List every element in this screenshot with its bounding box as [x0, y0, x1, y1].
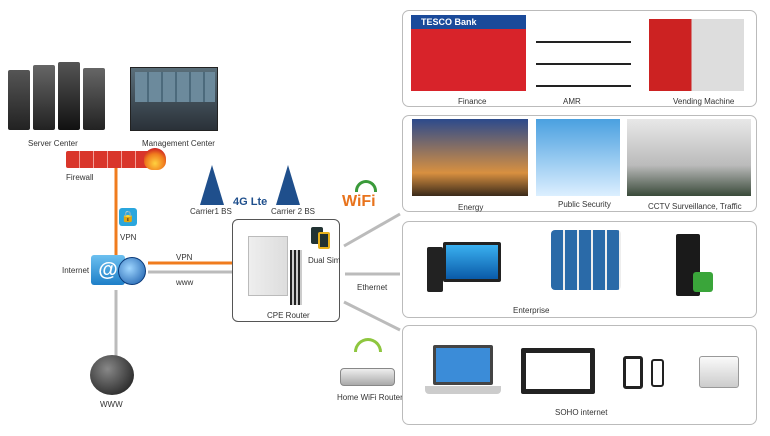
vpn-link-label: VPN — [176, 253, 193, 262]
enterprise-label: Enterprise — [513, 306, 550, 315]
finance-label: Finance — [458, 97, 487, 106]
cctv-traffic-label: CCTV Surveillance, Traffic — [648, 202, 742, 211]
cctv-traffic-image — [627, 119, 751, 196]
line-to-panel2 — [343, 212, 401, 248]
desktop-computer-icon — [443, 242, 501, 282]
finance-image: TESCO Bank — [411, 15, 526, 91]
public-security-image — [536, 119, 620, 196]
monitor-icon — [521, 348, 595, 394]
tesco-bank-sign: TESCO Bank — [421, 17, 477, 27]
server-center-image — [8, 60, 108, 135]
www-globe-icon — [90, 355, 134, 395]
desk-phone-icon — [699, 356, 739, 388]
amr-label: AMR — [563, 97, 581, 106]
home-wifi-router-label: Home WiFi Router — [337, 393, 403, 402]
laptop-base — [425, 386, 501, 394]
home-wifi-signal-icon — [354, 338, 382, 352]
public-security-label: Public Security — [558, 200, 611, 209]
cpe-router-box: Dual Sim CPE Router — [232, 219, 340, 322]
energy-label: Energy — [458, 203, 484, 212]
carrier1-label: Carrier1 BS — [190, 207, 232, 216]
carrier2-label: Carrier 2 BS — [271, 207, 316, 216]
carrier2-tower-icon — [276, 165, 300, 205]
fire-icon — [144, 148, 166, 170]
management-center-label: Management Center — [142, 139, 215, 148]
panel-enterprise: Enterprise — [402, 221, 757, 318]
cpe-antenna-image — [248, 236, 288, 296]
green-lock-icon — [693, 272, 713, 292]
panel-soho: SOHO internet — [402, 325, 757, 425]
globe-icon — [118, 257, 146, 285]
4g-lte-logo: 4G Lte — [233, 196, 268, 208]
server-center-label: Server Center — [28, 139, 78, 148]
firewall-label: Firewall — [66, 173, 94, 182]
vending-machine-image — [649, 19, 744, 91]
lock-icon: 🔒 — [119, 208, 137, 226]
laptop-icon — [433, 345, 493, 385]
control-room-icon — [551, 230, 621, 290]
phone-icon — [651, 359, 664, 387]
cpe-router-label: CPE Router — [267, 311, 310, 320]
management-center-image — [130, 67, 218, 131]
dual-sim-label: Dual Sim — [308, 256, 341, 265]
soho-internet-label: SOHO internet — [555, 408, 608, 417]
wifi-signal-icon — [355, 180, 377, 192]
panel-energy-security-cctv: Energy Public Security CCTV Surveillance… — [402, 115, 757, 212]
vending-machine-label: Vending Machine — [673, 97, 735, 106]
www-link-label: www — [176, 278, 194, 287]
energy-image — [412, 119, 528, 196]
amr-diagram-image — [536, 21, 631, 89]
wifi-logo: WiFi — [342, 193, 376, 210]
ethernet-label: Ethernet — [357, 283, 388, 292]
line-to-panel4 — [343, 300, 401, 332]
firewall-icon — [66, 151, 152, 168]
tablet-icon — [623, 356, 643, 389]
vpn-lock-label: VPN — [120, 233, 137, 242]
www-label: WWW — [100, 400, 123, 409]
home-wifi-router-icon — [340, 368, 395, 386]
carrier1-tower-icon — [200, 165, 224, 205]
internet-label: Internet — [62, 266, 90, 275]
panel-finance-amr-vending: TESCO Bank Finance AMR Vending Machine — [402, 10, 757, 107]
pc-tower-icon — [427, 247, 443, 292]
